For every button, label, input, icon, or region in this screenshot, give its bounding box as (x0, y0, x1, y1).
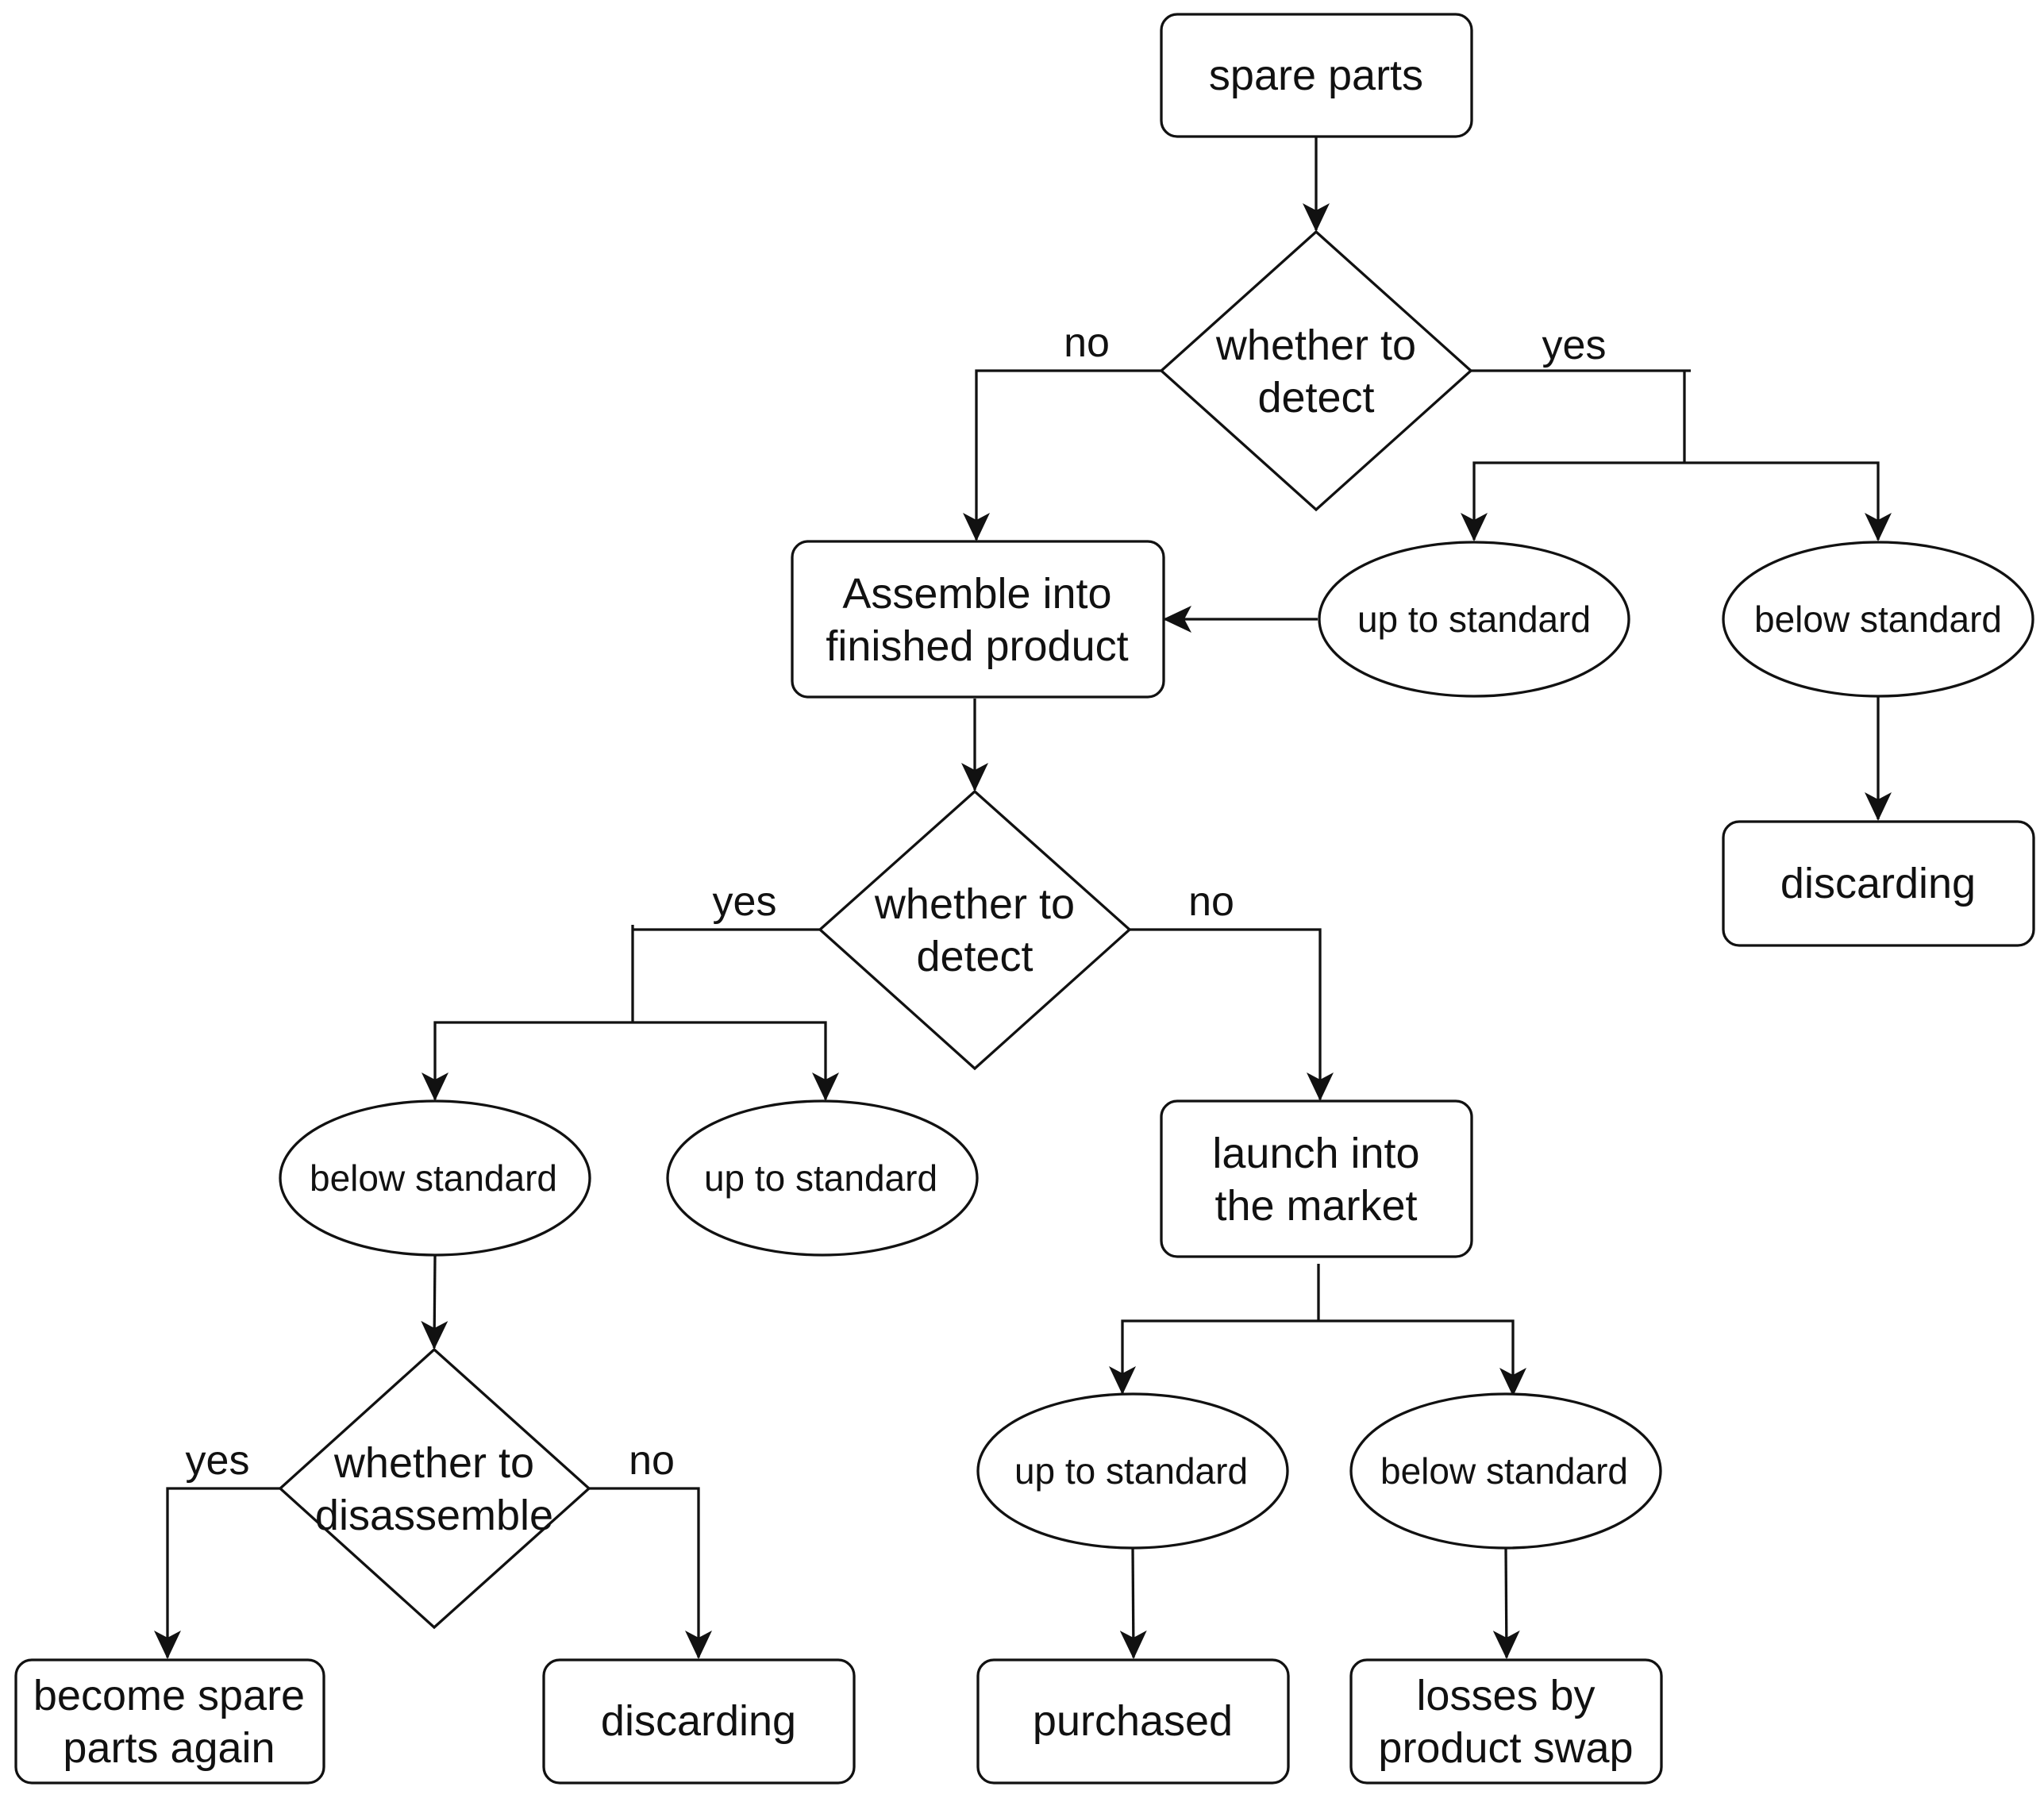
edge-labels: no yes yes no yes no (186, 320, 1607, 1484)
edge-detect2-yes-to-up2 (633, 1021, 839, 1101)
edge-launch-to-up3 (1109, 1319, 1318, 1395)
node-spare-parts: spare parts (1160, 13, 1473, 138)
node-decision-disassemble-line1: whether to (333, 1439, 534, 1487)
edge-detect1-yes-to-up1 (1461, 461, 1684, 541)
edge-up3-to-purchased (1119, 1547, 1147, 1659)
node-up-to-standard-parts-label: up to standard (1357, 599, 1591, 640)
edge-label-d1-no: no (1064, 320, 1110, 366)
edge-disassemble-yes-to-become-spare (154, 1487, 280, 1659)
node-discarding-parts: discarding (1722, 820, 2035, 947)
node-assemble-line1: Assemble into (842, 570, 1111, 618)
edge-detect1-yes-trunk (1471, 369, 1691, 463)
node-up-to-standard-product-label: up to standard (704, 1157, 937, 1199)
node-launch-market-line2: the market (1214, 1182, 1417, 1230)
node-losses-product-swap-line2: product swap (1378, 1724, 1633, 1772)
edge-below3-to-losses (1492, 1547, 1520, 1659)
node-decision-detect-parts: whether to detect (1159, 229, 1473, 512)
node-assemble: Assemble into finished product (791, 540, 1165, 699)
node-launch-market-line1: launch into (1212, 1130, 1419, 1177)
node-become-spare-parts: become spare parts again (14, 1658, 325, 1785)
node-purchased: purchased (976, 1658, 1290, 1785)
node-launch-market: launch into the market (1160, 1099, 1473, 1258)
node-decision-detect-parts-line2: detect (1257, 374, 1374, 422)
node-below-standard-parts: below standard (1722, 541, 2034, 698)
node-discarding-parts-label: discarding (1780, 860, 1976, 907)
node-decision-disassemble: whether to disassemble (278, 1347, 591, 1630)
edge-below2-to-disassemble (421, 1255, 448, 1350)
node-discarding-product: discarding (542, 1658, 856, 1785)
node-up-to-standard-market: up to standard (976, 1392, 1289, 1550)
node-assemble-line2: finished product (826, 622, 1128, 670)
edge-label-d2-no: no (1188, 879, 1234, 925)
edge-detect1-no-to-assemble (963, 369, 1161, 541)
node-losses-product-swap-line1: losses by (1416, 1672, 1595, 1719)
node-below-standard-market: below standard (1349, 1392, 1662, 1550)
edge-launch-to-below3 (1318, 1319, 1526, 1396)
node-purchased-label: purchased (1033, 1697, 1233, 1745)
node-up-to-standard-product: up to standard (666, 1099, 979, 1257)
node-decision-detect-parts-line1: whether to (1215, 322, 1416, 369)
node-decision-detect-product-line2: detect (916, 933, 1033, 980)
node-decision-disassemble-line2: disassemble (315, 1492, 553, 1539)
node-discarding-product-label: discarding (601, 1697, 796, 1745)
node-below-standard-product: below standard (279, 1099, 591, 1257)
edge-detect2-yes-trunk (631, 925, 820, 1022)
node-spare-parts-label: spare parts (1209, 52, 1423, 99)
edge-disassemble-no-to-discard2 (589, 1487, 712, 1659)
node-below-standard-market-label: below standard (1380, 1450, 1628, 1492)
node-below-standard-parts-label: below standard (1754, 599, 2002, 640)
node-losses-product-swap: losses by product swap (1349, 1658, 1663, 1785)
node-decision-detect-product: whether to detect (818, 789, 1132, 1071)
node-decision-detect-product-line1: whether to (874, 880, 1075, 928)
edges (154, 137, 1892, 1659)
node-up-to-standard-market-label: up to standard (1014, 1450, 1248, 1492)
edge-label-d2-yes: yes (713, 879, 777, 925)
edge-label-d1-yes: yes (1542, 322, 1607, 368)
edge-detect2-yes-to-below2 (422, 1021, 633, 1101)
edge-label-d3-yes: yes (186, 1438, 250, 1484)
node-up-to-standard-parts: up to standard (1318, 541, 1630, 698)
node-become-spare-parts-line2: parts again (63, 1724, 275, 1772)
node-below-standard-product-label: below standard (310, 1157, 557, 1199)
edge-detect2-no-to-launch (1130, 928, 1334, 1101)
edge-label-d3-no: no (629, 1438, 675, 1484)
node-become-spare-parts-line1: become spare (33, 1672, 305, 1719)
edge-detect1-yes-to-below1 (1684, 461, 1892, 541)
